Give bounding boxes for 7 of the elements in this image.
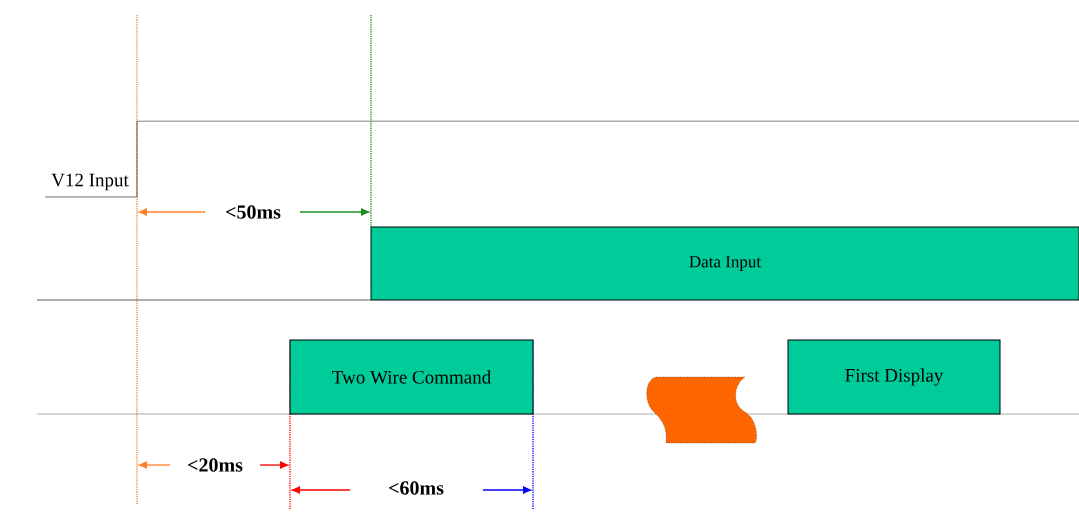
dimension-label: <20ms: [188, 458, 243, 472]
name-label: V12 Input: [51, 173, 129, 191]
signal-box: Data Input: [370, 226, 1079, 301]
signal-box: First Display: [787, 339, 1001, 415]
dimension-label: <50ms: [226, 205, 281, 219]
dimension-label: <60ms: [389, 481, 444, 495]
signal-box: Two Wire Command: [289, 339, 534, 415]
